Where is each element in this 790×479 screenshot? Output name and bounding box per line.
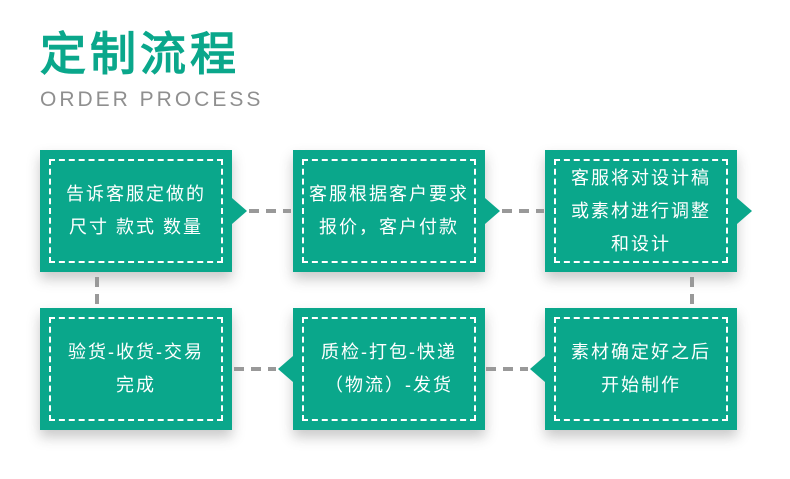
- step-box-1-dashed-border: 告诉客服定做的 尺寸 款式 数量: [49, 159, 223, 263]
- dashed-connector: [486, 367, 528, 371]
- dashed-connector-vertical: [690, 277, 694, 305]
- arrow-left-icon: [278, 356, 293, 382]
- dashed-connector: [234, 367, 276, 371]
- step-2-line-2: 报价，客户付款: [319, 217, 459, 237]
- arrow-right-icon: [232, 198, 247, 224]
- step-2-line-1: 客服根据客户要求: [309, 184, 469, 204]
- step-box-6-dashed-border: 验货-收货-交易 完成: [49, 317, 223, 421]
- step-6-line-1: 验货-收货-交易: [68, 342, 204, 362]
- step-6-line-2: 完成: [116, 375, 156, 395]
- dashed-connector: [249, 209, 291, 213]
- step-box-4-dashed-border: 素材确定好之后 开始制作: [554, 317, 728, 421]
- page-subtitle: ORDER PROCESS: [40, 88, 264, 111]
- step-box-2-dashed-border: 客服根据客户要求 报价，客户付款: [302, 159, 476, 263]
- step-box-4: 素材确定好之后 开始制作: [545, 308, 737, 430]
- step-1-line-1: 告诉客服定做的: [66, 184, 206, 204]
- arrow-right-icon: [485, 198, 500, 224]
- step-box-1: 告诉客服定做的 尺寸 款式 数量: [40, 150, 232, 272]
- step-4-line-2: 开始制作: [601, 375, 681, 395]
- step-3-line-3: 和设计: [611, 233, 671, 254]
- step-box-5-dashed-border: 质检-打包-快递 （物流）-发货: [302, 317, 476, 421]
- step-box-3-dashed-border: 客服将对设计稿 或素材进行调整 和设计: [554, 159, 728, 263]
- step-3-line-1: 客服将对设计稿: [571, 167, 711, 188]
- step-5-line-2: （物流）-发货: [325, 375, 453, 395]
- arrow-right-icon: [737, 198, 752, 224]
- step-5-line-1: 质检-打包-快递: [321, 342, 457, 362]
- step-box-5: 质检-打包-快递 （物流）-发货: [293, 308, 485, 430]
- step-box-6: 验货-收货-交易 完成: [40, 308, 232, 430]
- step-box-2: 客服根据客户要求 报价，客户付款: [293, 150, 485, 272]
- step-3-line-2: 或素材进行调整: [571, 200, 711, 221]
- page-title: 定制流程: [40, 28, 240, 80]
- header-block: 定制流程 ORDER PROCESS: [40, 28, 263, 112]
- arrow-left-icon: [530, 356, 545, 382]
- dashed-connector: [502, 209, 544, 213]
- dashed-connector-vertical: [95, 277, 99, 305]
- step-box-3: 客服将对设计稿 或素材进行调整 和设计: [545, 150, 737, 272]
- step-4-line-1: 素材确定好之后: [571, 342, 711, 362]
- step-1-line-2: 尺寸 款式 数量: [68, 217, 203, 237]
